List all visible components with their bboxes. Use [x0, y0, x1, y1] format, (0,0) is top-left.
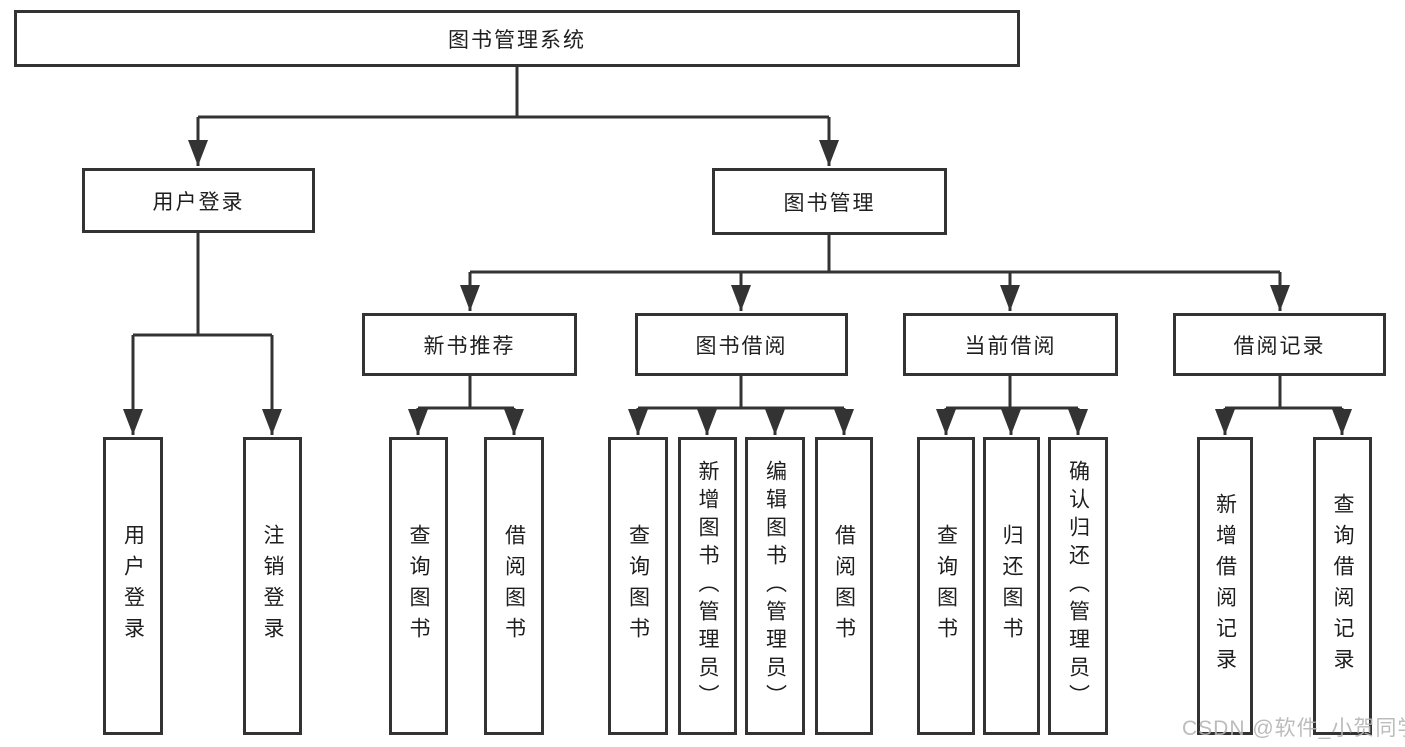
node-query-books-current-label: 查询图书: [934, 524, 958, 648]
node-borrow-books-recommend-label: 借阅图书: [502, 524, 526, 648]
connector-new-book: [418, 376, 514, 410]
node-user-login-action-label: 用户登录: [121, 524, 145, 648]
node-current-borrow: 当前借阅: [903, 313, 1118, 376]
node-query-books-current: 查询图书: [917, 437, 975, 735]
node-book-borrow-label: 图书借阅: [695, 334, 788, 358]
node-borrow-books-recommend: 借阅图书: [484, 437, 544, 735]
node-confirm-return-admin: 确认归还（管理员）: [1048, 437, 1108, 735]
node-add-books-admin: 新增图书（管理员）: [678, 437, 737, 735]
node-add-borrow-record-label: 新增借阅记录: [1213, 493, 1237, 679]
node-user-login-action: 用户登录: [103, 437, 163, 735]
connector-book-management: [470, 235, 1280, 274]
node-borrow-books: 借阅图书: [815, 437, 873, 735]
node-query-books-recommend-label: 查询图书: [407, 524, 430, 648]
node-query-borrow-record: 查询借阅记录: [1313, 437, 1372, 735]
connector-borrow-records: [1225, 376, 1342, 410]
connector-root: [198, 67, 829, 119]
node-root: 图书管理系统: [14, 10, 1020, 67]
node-edit-books-admin-label: 编辑图书（管理员）: [763, 460, 787, 712]
node-query-books-borrow: 查询图书: [608, 437, 668, 735]
node-root-label: 图书管理系统: [448, 28, 586, 52]
node-return-books-label: 归还图书: [1000, 524, 1023, 648]
node-add-books-admin-label: 新增图书（管理员）: [696, 460, 719, 712]
node-logout-action-label: 注销登录: [261, 524, 284, 648]
connector-book-borrow: [638, 376, 844, 410]
node-new-book-recommend: 新书推荐: [362, 313, 577, 376]
node-user-login-label: 用户登录: [152, 190, 245, 214]
connector-user-login: [133, 233, 272, 337]
node-user-login: 用户登录: [82, 168, 315, 233]
node-borrow-records: 借阅记录: [1173, 313, 1386, 376]
node-query-books-borrow-label: 查询图书: [626, 524, 650, 648]
node-add-borrow-record: 新增借阅记录: [1197, 437, 1253, 735]
node-borrow-books-label: 借阅图书: [832, 524, 856, 648]
node-return-books: 归还图书: [983, 437, 1040, 735]
node-borrow-records-label: 借阅记录: [1233, 334, 1326, 358]
node-logout-action: 注销登录: [243, 437, 302, 735]
node-new-book-recommend-label: 新书推荐: [423, 334, 516, 358]
connector-current-borrow: [946, 376, 1078, 410]
watermark: CSDN @软件_小贺同学: [1182, 717, 1405, 740]
node-query-borrow-record-label: 查询借阅记录: [1331, 493, 1354, 679]
node-book-borrow: 图书借阅: [635, 313, 848, 376]
node-book-management-label: 图书管理: [783, 191, 876, 215]
node-query-books-recommend: 查询图书: [389, 437, 448, 735]
node-book-management: 图书管理: [712, 168, 947, 235]
node-current-borrow-label: 当前借阅: [964, 334, 1057, 358]
node-edit-books-admin: 编辑图书（管理员）: [745, 437, 805, 735]
node-confirm-return-admin-label: 确认归还（管理员）: [1066, 460, 1090, 712]
